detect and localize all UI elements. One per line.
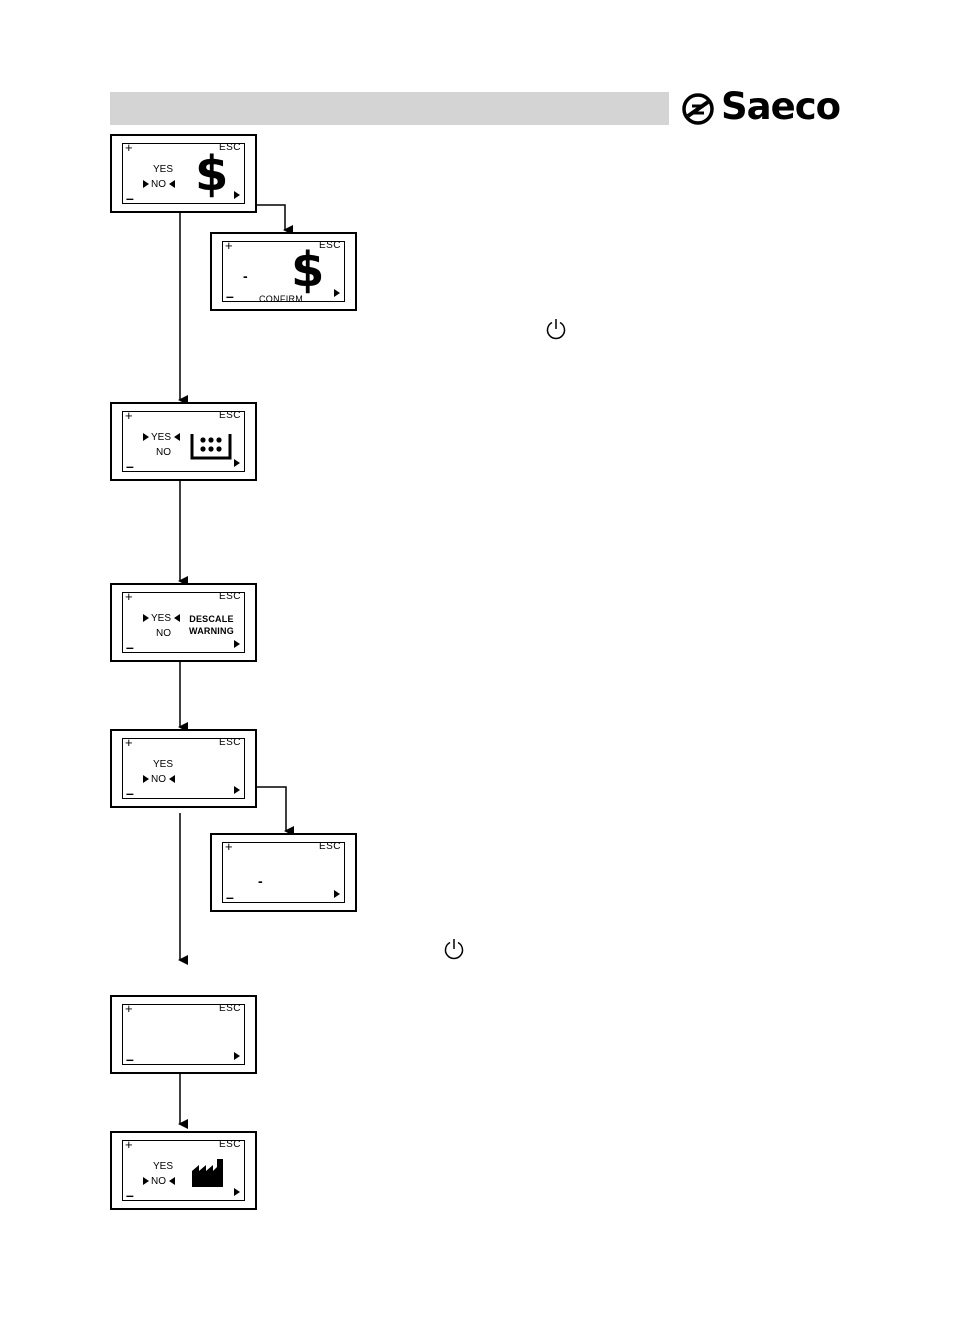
arrow-right-icon [234,191,240,199]
option-no: NO [156,447,171,458]
option-no: NO [143,774,175,786]
selector-right-icon [143,433,149,442]
plus-key: + [225,238,233,253]
esc-key: ESC [218,737,241,748]
factory-icon [192,1159,223,1187]
plus-key: + [125,140,133,155]
drip-tray-icon [190,434,232,460]
display-drip-tray: + ESC – YES NO [110,402,257,481]
esc-key: ESC [318,841,341,852]
plus-key: + [125,408,133,423]
plus-key: + [125,589,133,604]
esc-key: ESC [318,240,341,251]
minus-key: – [226,889,234,905]
arrow-right-icon [334,890,340,898]
display-value: + ESC – - [210,833,357,912]
selector-left-icon [169,1177,175,1186]
dollar-icon: $ [195,146,229,202]
display-factory-reset: + ESC – YES NO [110,1131,257,1210]
selector-right-icon [143,180,149,189]
selector-right-icon [143,775,149,784]
option-yes: YES [143,613,181,625]
arrow-right-icon [234,640,240,648]
minus-key: – [126,1187,134,1203]
header-bar [110,92,669,125]
esc-key: ESC [218,142,241,153]
brand-name: Saeco [721,85,841,128]
plus-key: + [225,839,233,854]
option-no: NO [156,628,171,639]
confirm-label: CONFIRM [259,294,304,304]
value-dash: - [243,268,248,284]
minus-key: – [126,190,134,206]
option-no: NO [143,1176,175,1188]
arrow-right-icon [234,1052,240,1060]
plus-key: + [125,735,133,750]
saeco-logo-icon [682,93,714,125]
display-dollar-confirm: + ESC – - $ CONFIRM [210,232,357,311]
display-yes-no: + ESC – YES NO [110,729,257,808]
esc-key: ESC [218,591,241,602]
plus-key: + [125,1137,133,1152]
display-empty: + ESC – [110,995,257,1074]
option-yes: YES [143,432,181,444]
value-dash: - [258,873,263,889]
power-icon [546,319,566,340]
selector-right-icon [143,614,149,623]
display-dollar-yes-no: + ESC – YES NO $ [110,134,257,213]
esc-key: ESC [218,410,241,421]
esc-key: ESC [218,1003,241,1014]
plus-key: + [125,1001,133,1016]
selector-right-icon [143,1177,149,1186]
dollar-icon: $ [291,242,325,298]
minus-key: – [226,288,234,304]
minus-key: – [126,785,134,801]
minus-key: – [126,1051,134,1067]
option-yes: YES [153,1161,174,1172]
selector-left-icon [174,433,181,442]
arrow-right-icon [334,289,340,297]
power-icon [444,939,464,960]
arrow-right-icon [234,786,240,794]
selector-left-icon [169,180,175,189]
minus-key: – [126,458,134,474]
arrow-right-icon [234,1188,240,1196]
descale-warning-label: DESCALE WARNING [189,614,234,636]
option-yes: YES [153,759,174,770]
option-no: NO [143,179,175,191]
option-yes: YES [153,164,174,175]
selector-left-icon [174,614,181,623]
arrow-right-icon [234,459,240,467]
esc-key: ESC [218,1139,241,1150]
selector-left-icon [169,775,175,784]
minus-key: – [126,639,134,655]
saeco-logo: Saeco [681,85,849,129]
display-descale-warning: + ESC – YES NO DESCALE WARNING [110,583,257,662]
